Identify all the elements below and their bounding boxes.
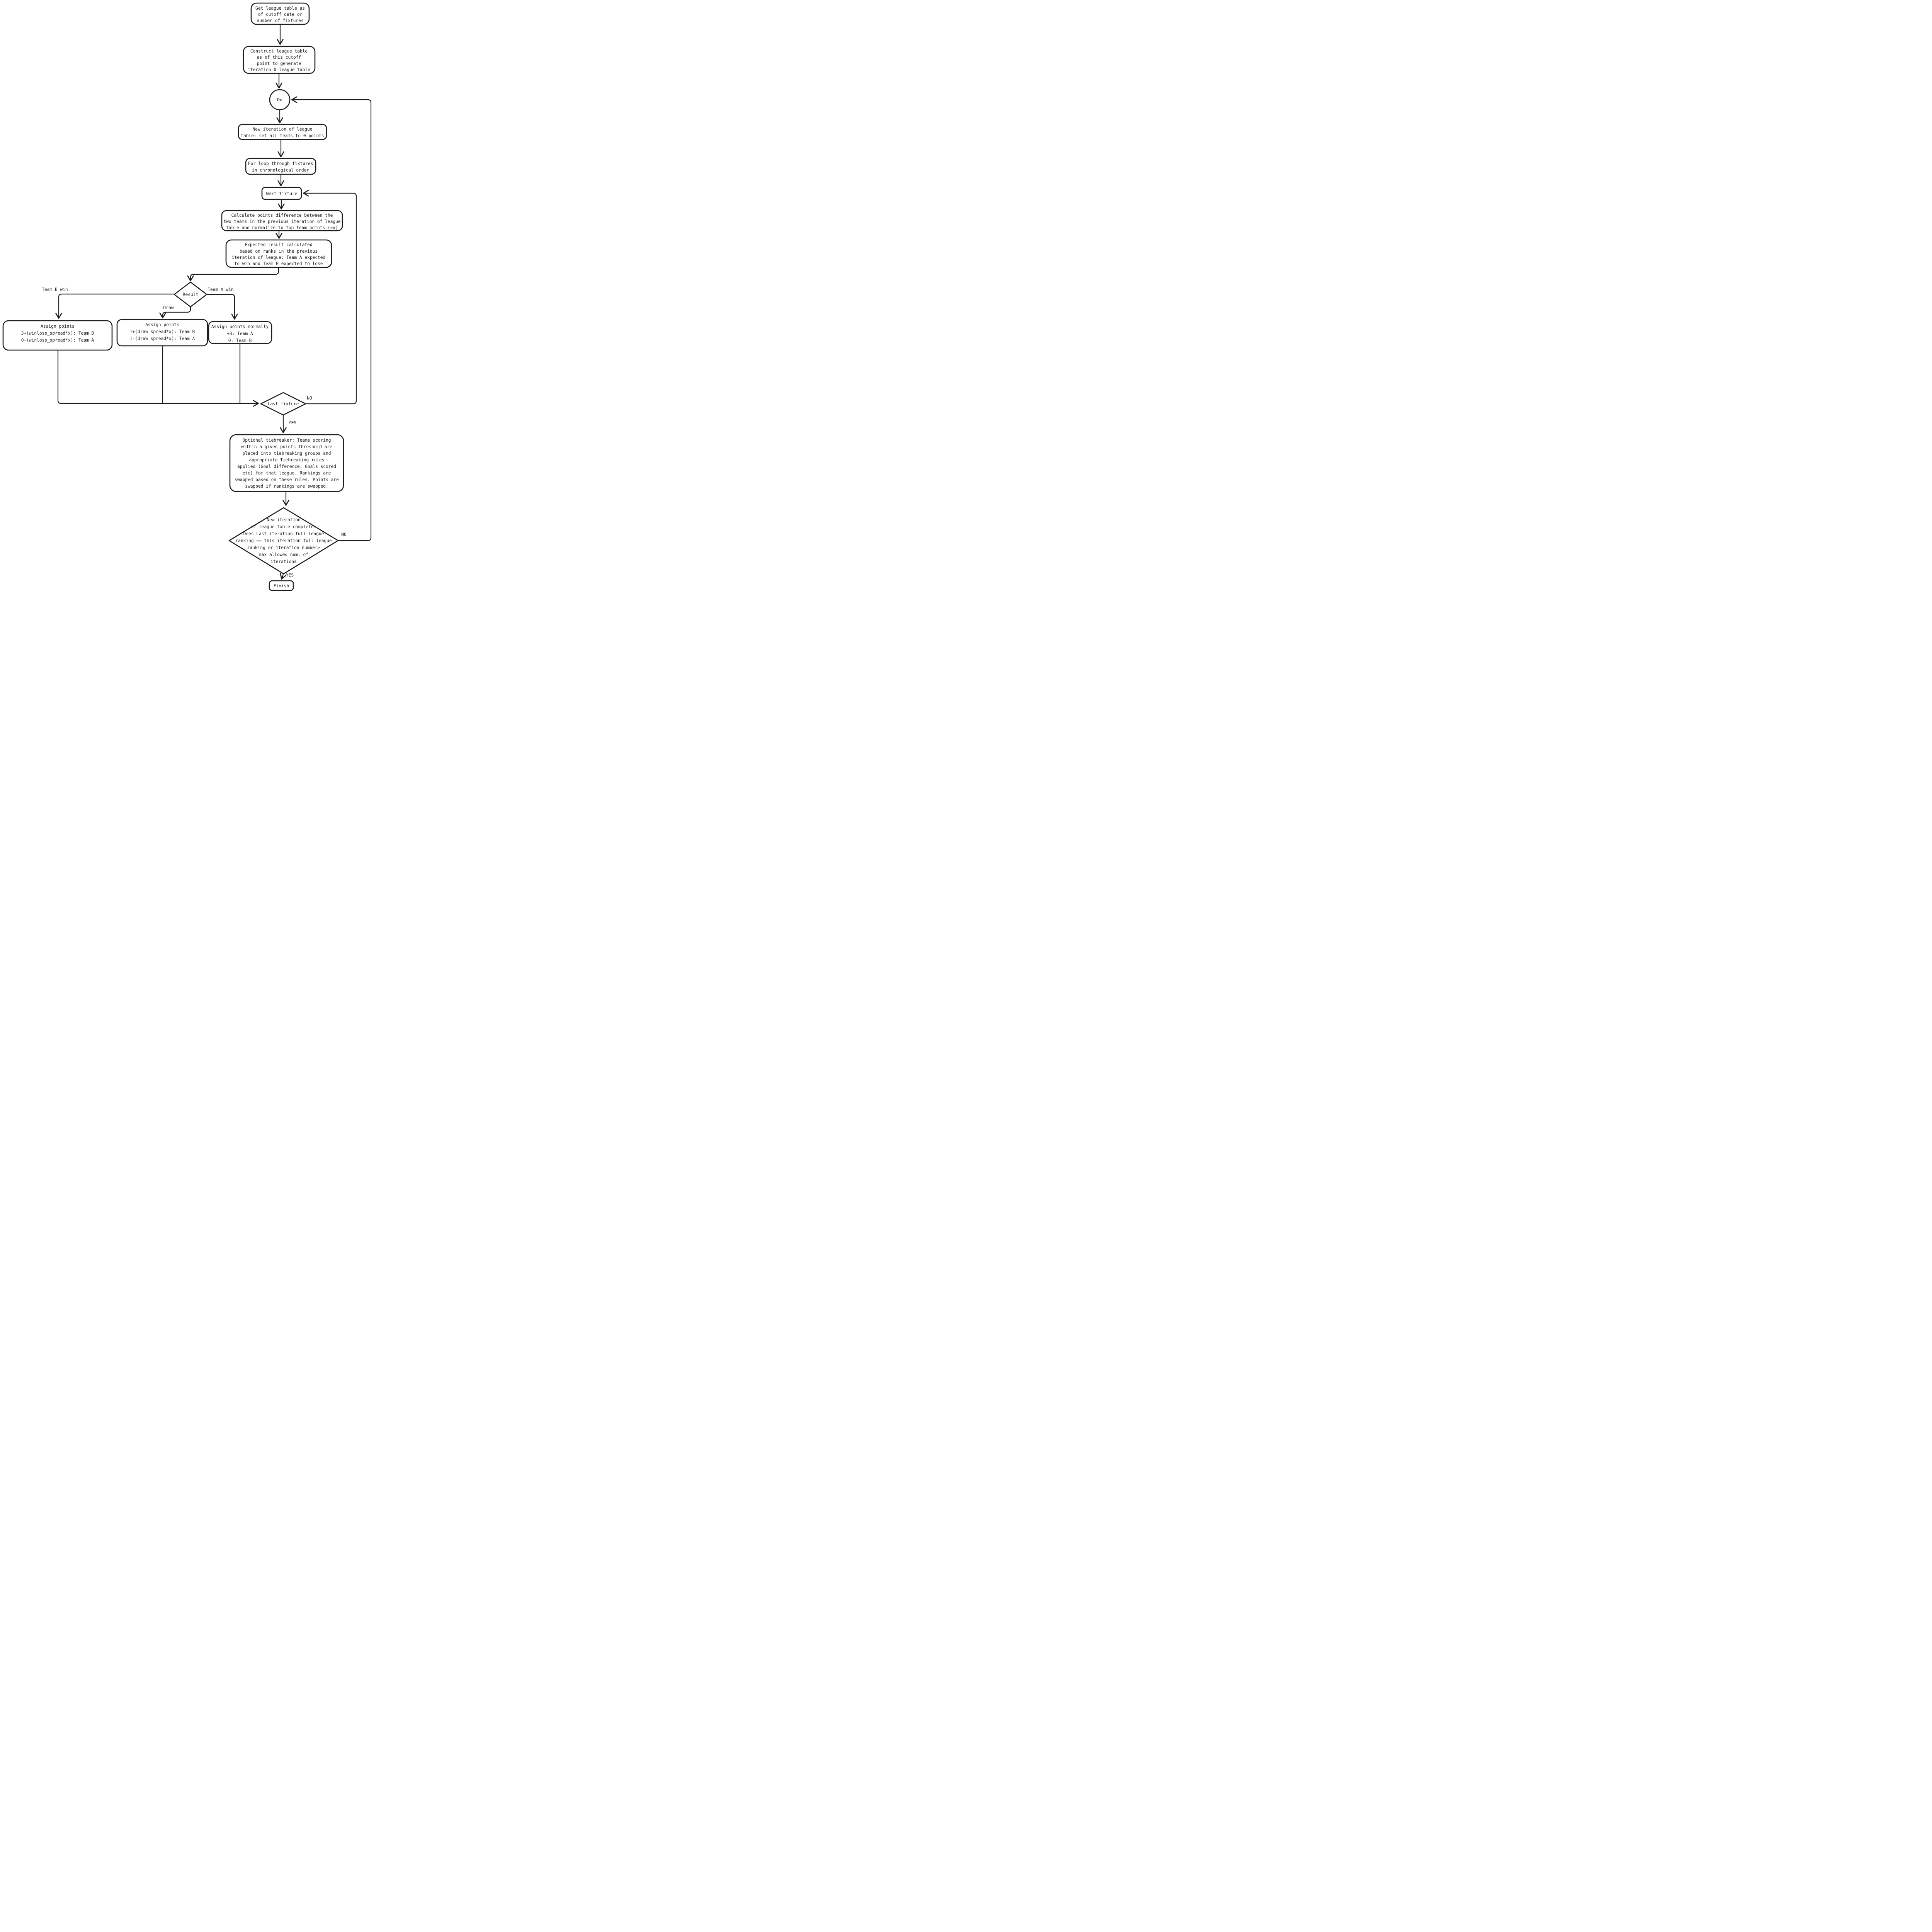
node-assign-team-b-win-shape [2,320,113,351]
node-tiebreaker: Optional tiebreaker: Teams scoring withi… [229,434,344,492]
node-text-line: 0-(winloss_spread*x): Team A [21,338,94,343]
edge-iteration-check-no-loop [291,96,372,541]
node-text-line: 3+(winloss_spread*x): Team B [21,331,94,336]
node-text-line: in chronological order [252,168,309,173]
node-text-line: iteration 0 league table [248,67,310,72]
node-expected-shape [225,239,332,268]
node-assign-team-a-win-shape [208,321,272,344]
node-text-line: Calculate points difference between the [231,213,333,218]
node-text-line: Assign points [145,322,179,327]
node-text-line: based on ranks in the previous [240,249,318,254]
node-text-line: number of fixtures [257,18,303,23]
node-text-line: Finish [274,583,289,588]
node-finish: Finish [269,580,294,591]
node-expected: Expected result calculated based on rank… [225,239,332,268]
node-iteration-check-shape [228,507,339,575]
node-text-line: Do [277,97,282,102]
node-text-line: Assign points normally [211,324,269,329]
node-finish-shape [269,580,294,591]
node-start: Get league table as of cutoff date or nu… [250,2,310,25]
node-text-line: ranking or iteration number> [247,545,320,550]
edge-result-draw [159,306,191,319]
edge-last-fixture-no-loop [303,190,357,405]
edge-assign-b-to-last-fixture [57,349,259,407]
node-result-shape [173,281,207,308]
node-text-line: as of this cutoff [257,55,301,60]
edge-result-team-a-win [206,294,238,320]
edge-label-last-fixture-no: NO [307,396,312,401]
node-text-line: swapped if rankings are swapped. [245,484,328,489]
node-for-loop: For loop through fixtures in chronologic… [245,158,316,175]
node-text-line: placed into tiebreaking groups and [242,451,331,456]
flowchart-canvas: Team B win Draw Team A win NO YES NO YES… [0,0,391,592]
edges [55,24,372,580]
edge-label-iteration-check-yes: YES [286,573,294,578]
node-text-line: table and normalize to top team points (… [226,225,338,230]
node-text-line: swapped based on these rules. Points are [235,477,339,482]
node-text-line: New iteration [267,517,301,522]
edge-iteration-check-yes [280,573,287,580]
node-assign-draw: Assign points 1+(draw_spread*x): Team B … [116,319,208,347]
node-assign-team-b-win: Assign points 3+(winloss_spread*x): Team… [2,320,113,351]
node-text-line: table: set all teams to 0 points [241,133,324,138]
node-text-line: appropriate Tiebreaking rules [249,457,324,463]
node-text-line: of league table complete. [251,524,316,529]
node-text-line: two teams in the previous iteration of l… [223,219,340,224]
node-text-line: Does Last iteration full league [243,531,324,536]
node-text-line: Result [183,292,198,297]
edge-label-team-a-win: Team A win [207,287,233,292]
node-new-iteration: New iteration of league table: set all t… [238,124,327,140]
edge-result-team-b-win [55,293,175,319]
node-assign-team-a-win: Assign points normally +3: Team A 0: Tea… [208,321,272,344]
node-iteration-check: New iteration of league table complete. … [228,507,339,575]
node-text-line: iterations [270,559,296,564]
node-last-fixture: Last fixture [260,392,306,416]
edge-label-last-fixture-yes: YES [289,420,296,425]
edge-label-team-b-win: Team B win [42,287,68,292]
node-text-line: ranking == this iteration full league [235,538,332,543]
node-text-line: iteration of league: Team A expected [232,255,325,260]
node-text-line: Construct league table [250,49,308,54]
node-text-line: Optional tiebreaker: Teams scoring [242,438,331,443]
node-text-line: 0: Team B [228,338,252,343]
edge-labels: Team B win Draw Team A win NO YES NO YES [42,287,347,578]
node-text-line: Get league table as [255,6,305,11]
edge-label-draw: Draw [163,305,174,310]
edge-expected-to-result [187,267,279,282]
node-tiebreaker-shape [229,434,344,492]
node-text-line: Expected result calculated [245,242,312,247]
edge-label-iteration-check-no: NO [341,532,347,537]
node-last-fixture-shape [260,392,306,416]
node-calculate: Calculate points difference between the … [221,210,343,231]
node-text-line: max allowed num. of [259,552,308,557]
node-text-line: Assign points [41,324,75,329]
node-do-loop-shape [269,89,291,111]
node-text-line: 1-(draw_spread*x): Team A [130,336,195,341]
node-start-shape [250,2,310,25]
node-text-line: to win and Team B expected to lose [234,261,323,266]
node-text-line: applied (Goal difference, Goals scored [237,464,336,469]
flowchart-svg: Team B win Draw Team A win NO YES NO YES… [2,2,372,591]
node-next-fixture: Next fixture [261,187,302,200]
node-text-line: New iteration of league [253,127,313,132]
node-text-line: of cutoff date or [258,12,303,17]
node-next-fixture-shape [261,187,302,200]
node-construct-shape [243,46,316,74]
node-text-line: 1+(draw_spread*x): Team B [130,329,195,334]
node-text-line: +3: Team A [227,331,253,336]
node-text-line: For loop through fixtures [248,161,313,166]
node-result: Result [173,281,207,308]
node-for-loop-shape [245,158,316,175]
node-calculate-shape [221,210,343,231]
node-text-line: Next fixture [266,191,298,196]
node-text-line: point to generate [257,61,301,66]
node-text-line: within a given points threshold are [241,444,332,449]
node-new-iteration-shape [238,124,327,140]
node-do-loop: Do [269,89,291,111]
node-assign-draw-shape [116,319,208,347]
node-text-line: etc) for that league. Rankings are [242,471,331,476]
node-text-line: Last fixture [268,401,299,406]
node-construct: Construct league table as of this cutoff… [243,46,316,74]
